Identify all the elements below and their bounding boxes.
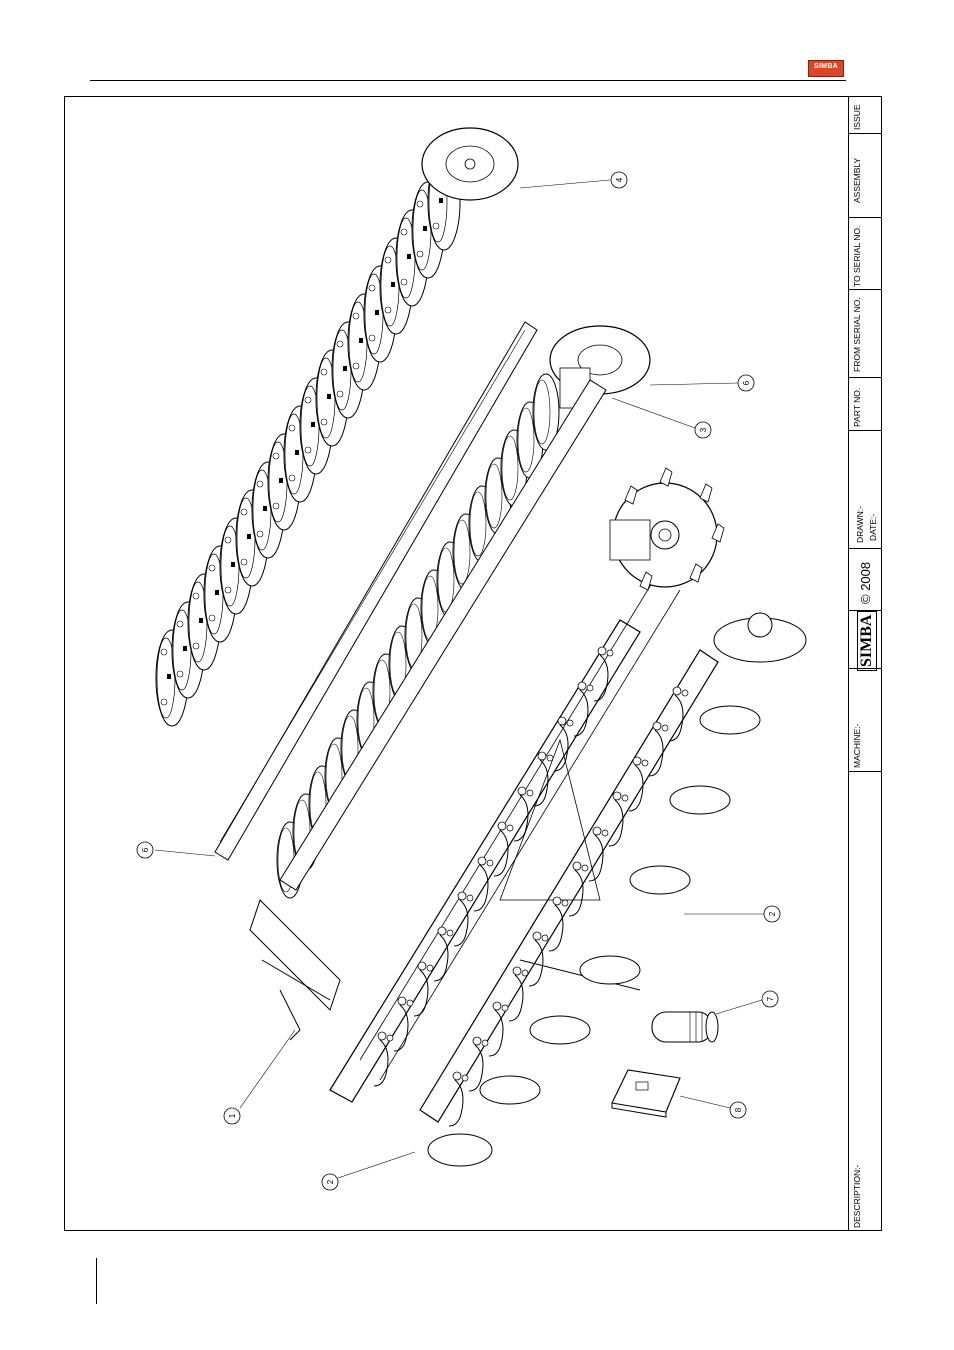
copyright-text: © 2008 xyxy=(858,562,873,604)
callout-6a: 6 xyxy=(738,375,754,391)
header-rule xyxy=(90,80,846,81)
machine-label: MACHINE:- xyxy=(852,724,862,768)
callout-label: 6 xyxy=(742,380,751,385)
callout-2a: 2 xyxy=(764,906,780,922)
issue-label: ISSUE xyxy=(852,104,862,130)
drawn-label: DRAWN:- xyxy=(855,506,865,543)
tb-divider xyxy=(848,548,882,549)
simba-logo: SIMBA xyxy=(808,60,844,77)
margin-rule xyxy=(96,1258,97,1304)
manual-book xyxy=(612,1070,680,1117)
date-label: DATE:- xyxy=(868,514,878,541)
tb-divider xyxy=(848,217,882,218)
callout-label: 7 xyxy=(766,996,775,1001)
callout-6b: 6 xyxy=(137,842,153,858)
callout-label: 6 xyxy=(141,847,150,852)
brand-mark: SIMBA xyxy=(857,611,877,671)
tb-divider xyxy=(848,289,882,290)
leading-discs xyxy=(428,613,806,1166)
tb-divider xyxy=(848,377,882,378)
callout-label: 3 xyxy=(699,427,708,432)
part-no-label: PART NO. xyxy=(852,388,862,427)
callout-3: 3 xyxy=(695,422,711,438)
toothed-depth-wheel xyxy=(610,468,724,590)
tb-divider xyxy=(848,133,882,134)
from-serial-label: FROM SERIAL NO. xyxy=(852,297,862,372)
callout-7: 7 xyxy=(762,991,778,1007)
exploded-assembly-drawing: 4 6 3 6 2 7 8 1 2 xyxy=(64,96,846,1230)
callout-8: 8 xyxy=(730,1102,746,1118)
scraper-bar xyxy=(215,322,537,860)
cylinder-part xyxy=(652,1012,718,1042)
tb-divider xyxy=(848,430,882,431)
callout-label: 2 xyxy=(768,911,777,916)
tb-divider xyxy=(848,771,882,772)
callout-1: 1 xyxy=(224,1108,240,1124)
assembly-label: ASSEMBLY xyxy=(852,158,862,203)
logo-text: SIMBA xyxy=(809,63,843,70)
callout-label: 8 xyxy=(734,1107,743,1112)
description-label: DESCRIPTION:- xyxy=(852,1165,862,1228)
to-serial-label: TO SERIAL NO. xyxy=(852,226,862,287)
callout-2b: 2 xyxy=(322,1174,338,1190)
callout-label: 4 xyxy=(615,177,624,182)
callout-label: 2 xyxy=(326,1179,335,1184)
callout-label: 1 xyxy=(228,1113,237,1118)
callout-4: 4 xyxy=(611,172,627,188)
